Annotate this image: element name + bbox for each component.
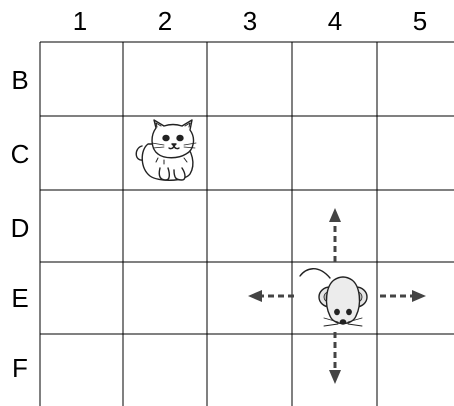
arrow-left-icon[interactable] — [248, 290, 294, 302]
arrow-up-icon[interactable] — [329, 208, 341, 262]
column-label-2: 2 — [158, 6, 172, 36]
row-label-C: C — [11, 139, 30, 169]
arrow-right-icon[interactable] — [380, 290, 426, 302]
row-label-E: E — [11, 283, 28, 313]
row-label-D: D — [11, 213, 30, 243]
arrow-down-icon[interactable] — [329, 332, 341, 384]
column-label-4: 4 — [328, 6, 342, 36]
cat-icon[interactable] — [136, 120, 196, 180]
column-label-5: 5 — [413, 6, 427, 36]
row-label-B: B — [11, 65, 28, 95]
column-label-3: 3 — [243, 6, 257, 36]
column-label-1: 1 — [73, 6, 87, 36]
mouse-icon[interactable] — [300, 269, 367, 326]
row-label-F: F — [12, 353, 28, 383]
grid-lines — [40, 42, 454, 406]
